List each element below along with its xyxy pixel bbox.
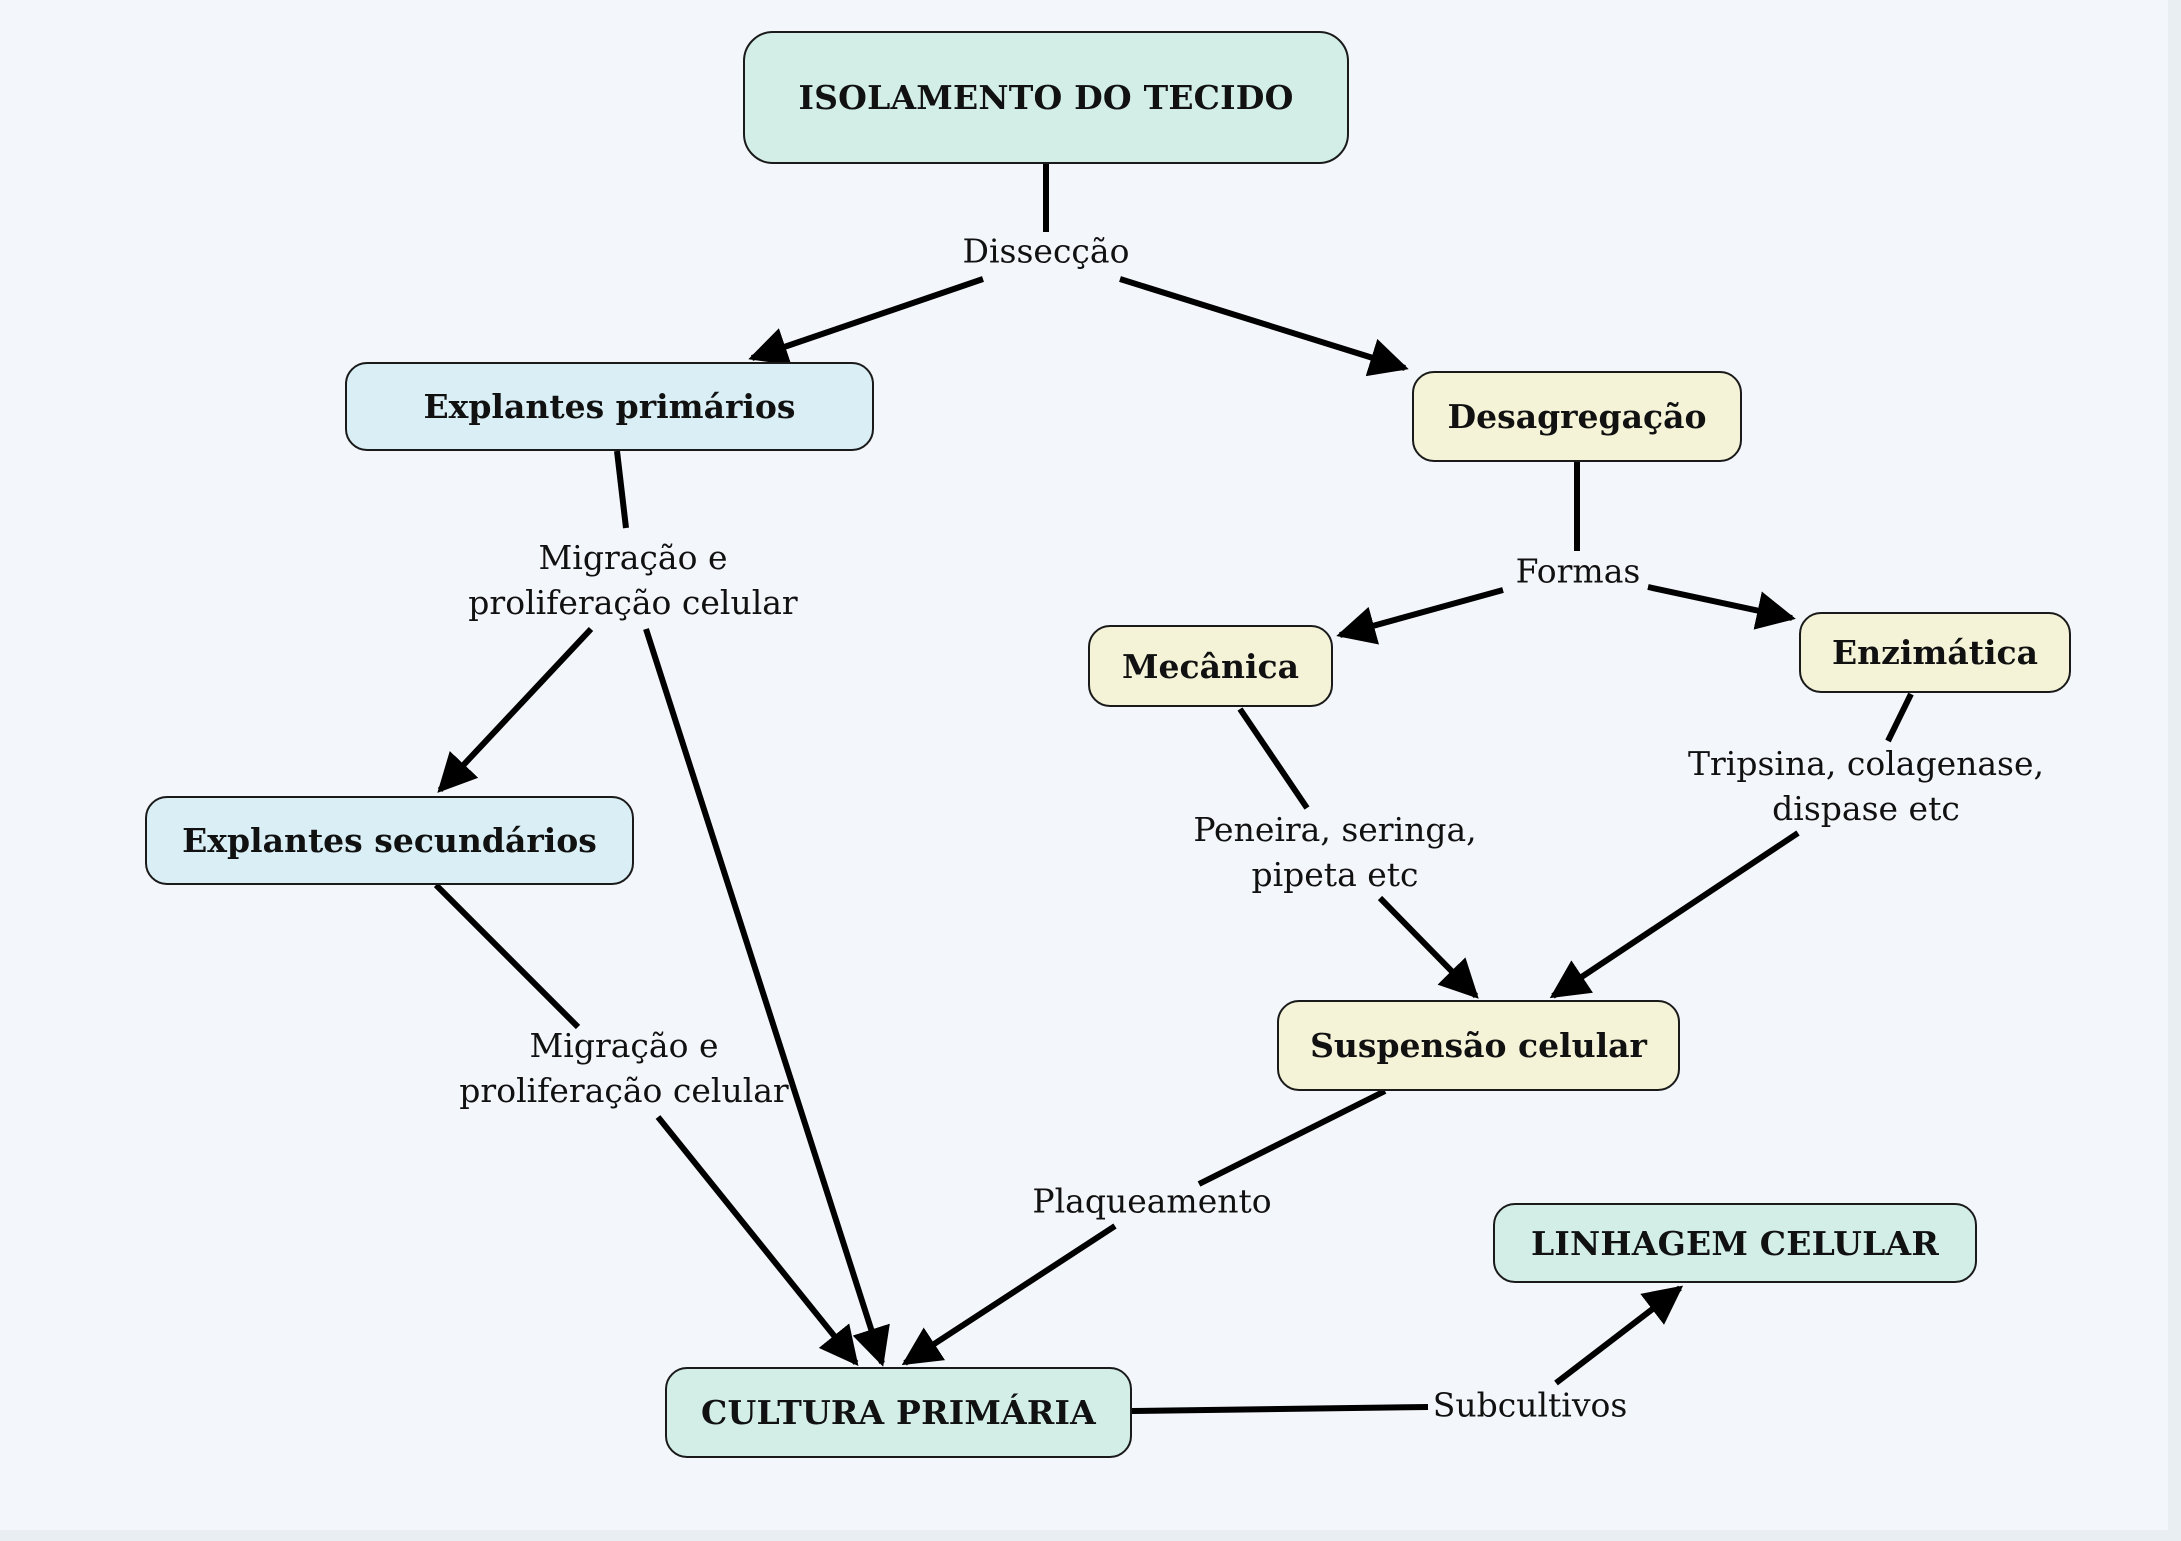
edge-label-peneira: Peneira, seringa, pipeta etc xyxy=(1193,807,1476,897)
connector-explantes-secundarios-migracao xyxy=(433,882,581,1030)
label-text: Subcultivos xyxy=(1432,1385,1628,1425)
label-line: pipeta etc xyxy=(1251,855,1419,894)
edge-label-disseccao: Dissecção xyxy=(963,229,1130,274)
node-label: ISOLAMENTO DO TECIDO xyxy=(798,78,1294,117)
connector-suspensao-plaqueamento xyxy=(1197,1088,1387,1187)
arrow-disseccao-desagregacao xyxy=(1119,276,1409,377)
node-label: Enzimática xyxy=(1832,633,2038,672)
node-explantes-primarios[interactable]: Explantes primários xyxy=(345,362,874,451)
label-line: dispase etc xyxy=(1772,789,1960,828)
node-mecanica[interactable]: Mecânica xyxy=(1088,625,1333,707)
arrow-peneira-suspensao xyxy=(1377,895,1479,999)
arrow-formas-mecanica xyxy=(1336,587,1504,645)
label-line: Peneira, seringa, xyxy=(1193,810,1477,849)
connector-cultura-subcultivos xyxy=(1131,1404,1429,1414)
node-label: CULTURA PRIMÁRIA xyxy=(701,1393,1096,1432)
label-text: Formas xyxy=(1515,551,1641,591)
label-line: proliferação celular xyxy=(459,1071,789,1110)
edge-label-tripsina: Tripsina, colagenase, dispase etc xyxy=(1688,741,2044,831)
node-linhagem-celular[interactable]: LINHAGEM CELULAR xyxy=(1493,1203,1977,1283)
arrow-migracao2-cultura-primaria xyxy=(655,1115,859,1367)
node-desagregacao[interactable]: Desagregação xyxy=(1412,371,1742,462)
connector-enzimatica-tripsina xyxy=(1885,692,1914,743)
node-label: Suspensão celular xyxy=(1310,1026,1647,1065)
node-label: LINHAGEM CELULAR xyxy=(1531,1223,1939,1263)
edge-label-formas: Formas xyxy=(1516,549,1641,594)
edge-label-subcultivos: Subcultivos xyxy=(1433,1383,1628,1428)
node-label: Explantes secundários xyxy=(182,821,597,860)
node-label: Desagregação xyxy=(1447,397,1707,436)
edge-label-migracao-secundarios: Migração e proliferação celular xyxy=(459,1023,788,1113)
arrow-plaqueamento-cultura-primaria xyxy=(901,1223,1117,1366)
arrow-migracao-cultura-primaria xyxy=(643,628,890,1367)
node-isolamento-do-tecido[interactable]: ISOLAMENTO DO TECIDO xyxy=(743,31,1349,164)
arrow-subcultivos-linhagem xyxy=(1554,1285,1684,1386)
label-line: Tripsina, colagenase, xyxy=(1688,744,2044,783)
arrow-migracao-explantes-secundarios xyxy=(437,626,594,793)
arrow-formas-enzimatica xyxy=(1647,584,1796,630)
connector-mecanica-peneira xyxy=(1237,707,1310,810)
node-label: Explantes primários xyxy=(423,387,796,426)
node-suspensao-celular[interactable]: Suspensão celular xyxy=(1277,1000,1680,1091)
arrow-tripsina-suspensao xyxy=(1549,830,1800,999)
node-cultura-primaria[interactable]: CULTURA PRIMÁRIA xyxy=(665,1367,1132,1458)
connector-explantes-primarios-migracao xyxy=(614,450,629,529)
node-explantes-secundarios[interactable]: Explantes secundários xyxy=(145,796,634,885)
label-line: proliferação celular xyxy=(468,583,798,622)
node-enzimatica[interactable]: Enzimática xyxy=(1799,612,2071,693)
label-line: Migração e xyxy=(538,538,728,577)
label-text: Plaqueamento xyxy=(1032,1181,1272,1221)
edge-label-migracao-primarios: Migração e proliferação celular xyxy=(468,535,797,625)
node-label: Mecânica xyxy=(1121,646,1299,686)
label-text: Dissecção xyxy=(962,231,1130,271)
arrow-disseccao-explantes-primarios xyxy=(748,276,984,366)
label-line: Migração e xyxy=(529,1026,719,1065)
edge-label-plaqueamento: Plaqueamento xyxy=(1032,1179,1271,1224)
